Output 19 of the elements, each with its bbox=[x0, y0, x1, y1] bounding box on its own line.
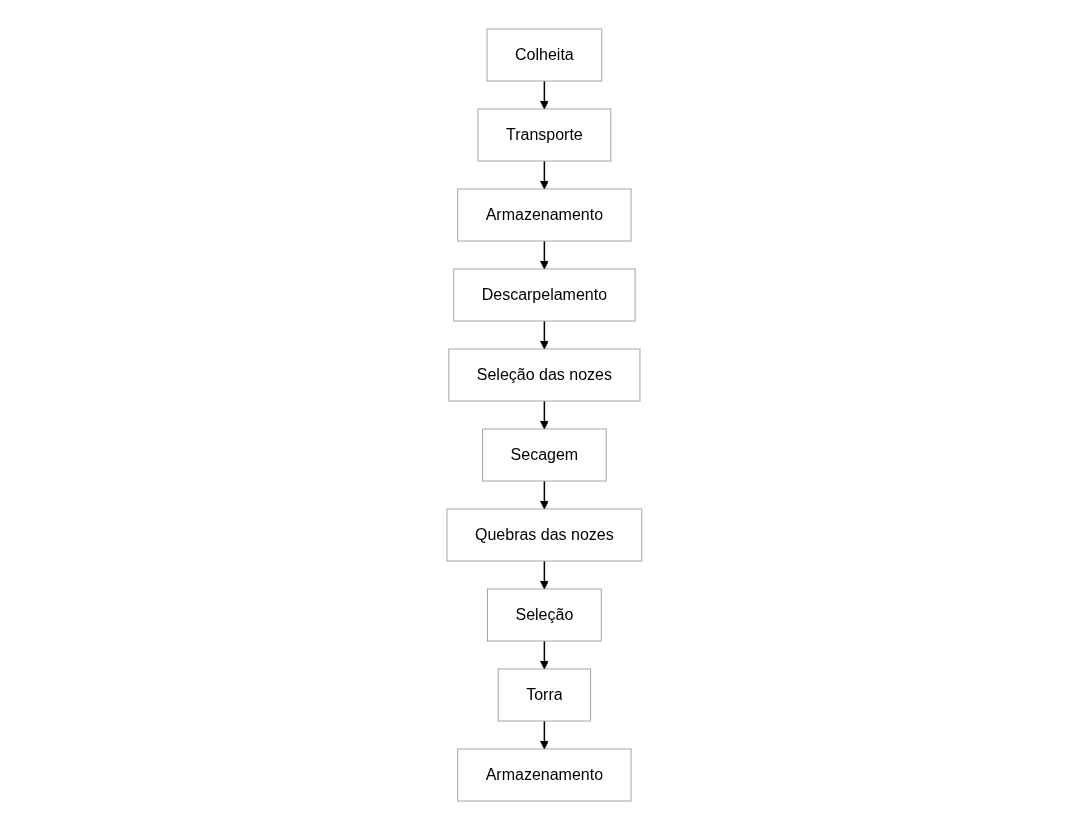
process-box: Armazenamento bbox=[457, 188, 632, 242]
process-box: Descarpelamento bbox=[453, 268, 636, 322]
arrow bbox=[540, 720, 549, 750]
arrow bbox=[540, 320, 549, 350]
process-box: Transporte bbox=[477, 108, 612, 162]
process-box: Seleção bbox=[487, 588, 602, 642]
process-box: Secagem bbox=[482, 428, 607, 482]
process-box: Seleção das nozes bbox=[448, 348, 641, 402]
arrow bbox=[540, 400, 549, 430]
arrow bbox=[540, 160, 549, 190]
process-box: Armazenamento bbox=[457, 748, 632, 802]
process-box: Colheita bbox=[486, 28, 603, 82]
arrow bbox=[540, 640, 549, 670]
arrow bbox=[540, 480, 549, 510]
arrow bbox=[540, 80, 549, 110]
process-box: Torra bbox=[497, 668, 592, 722]
process-box: Quebras das nozes bbox=[446, 508, 643, 562]
arrow bbox=[540, 560, 549, 590]
arrow bbox=[540, 240, 549, 270]
